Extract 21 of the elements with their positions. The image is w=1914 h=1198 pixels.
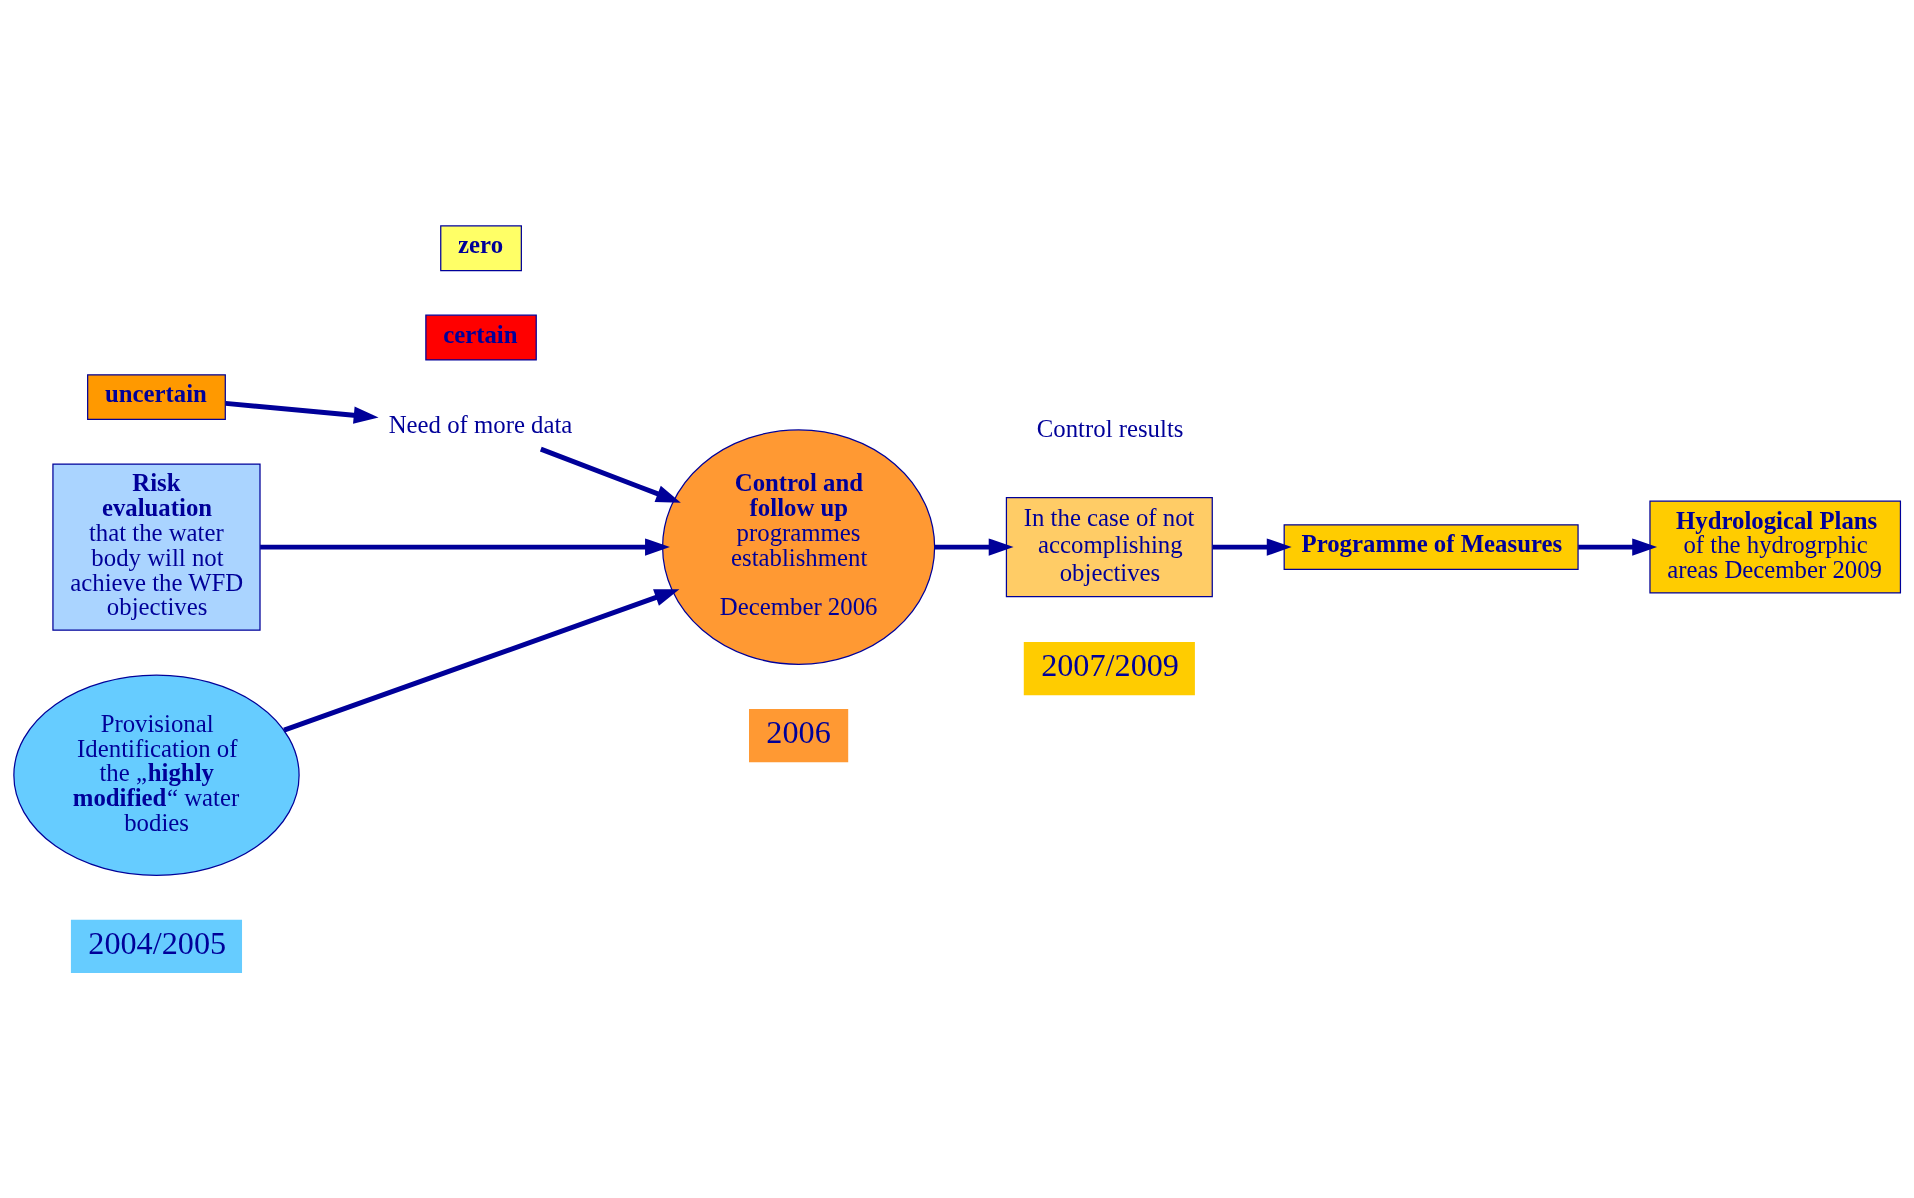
node-box: zero bbox=[440, 224, 522, 271]
node-box: Programme of Measures bbox=[1283, 523, 1579, 570]
node-ellipse: Provisional Identification of the „highly modified“ water bodies bbox=[13, 674, 300, 876]
arrow bbox=[934, 537, 1014, 556]
node-box: certain bbox=[425, 314, 537, 360]
arrow bbox=[1212, 537, 1292, 556]
node-box: Hydrological Plans of the hydrogrphic areas December 2009 bbox=[1649, 500, 1902, 594]
node-text: Need of more data bbox=[388, 410, 573, 438]
node-text: Control results bbox=[1036, 414, 1184, 442]
arrow bbox=[260, 537, 670, 556]
node-box: In the case of not accomplishing objectives bbox=[1005, 496, 1213, 597]
node-ellipse: Control and follow up programmes establishment December 2006 bbox=[661, 428, 936, 665]
arrow bbox=[283, 588, 680, 733]
node-box: uncertain bbox=[87, 373, 226, 420]
arrow bbox=[225, 400, 379, 424]
node-box: 2007/2009 bbox=[1023, 641, 1195, 695]
arrow bbox=[1578, 537, 1658, 556]
node-box: 2004/2005 bbox=[70, 919, 243, 973]
node-box: 2006 bbox=[749, 708, 849, 762]
node-box: Risk evaluation that the water body will not achieve the WFD objectives bbox=[52, 462, 261, 631]
arrow bbox=[539, 446, 681, 503]
